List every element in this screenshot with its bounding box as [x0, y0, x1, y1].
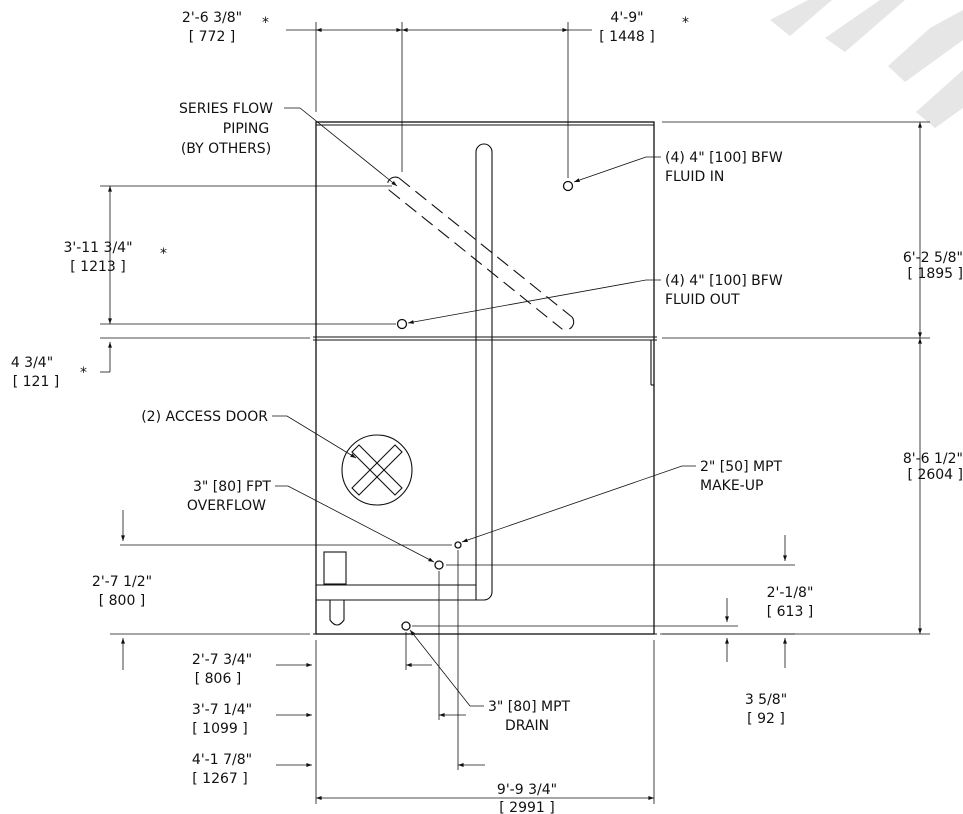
riser-pipe — [475, 143, 493, 601]
series-flow-label-line2: PIPING — [223, 121, 269, 137]
fluid-out-label-line1: (4) 4" [100] BFW — [665, 273, 783, 289]
dim-outlet-height-note: * — [160, 246, 167, 262]
fluid-out-connection — [396, 318, 408, 330]
series-flow-label-line3: (BY OTHERS) — [181, 141, 271, 157]
dim-makeup-offset-imperial: 4'-1 7/8" — [192, 752, 252, 768]
dim-upper-height-metric: [ 1895 ] — [908, 266, 963, 282]
dimension-lines — [100, 22, 930, 804]
drain-label-line1: 3" [80] MPT — [488, 699, 571, 715]
dim-overflow-offset-imperial: 3'-7 1/4" — [192, 702, 252, 718]
drain-label-line2: DRAIN — [505, 718, 549, 734]
fluid-out-label-line2: FLUID OUT — [665, 292, 740, 308]
series-flow-label-line1: SERIES FLOW — [179, 101, 273, 117]
fluid-in-label-line1: (4) 4" [100] BFW — [665, 150, 783, 166]
dim-upper-height-imperial: 6'-2 5/8" — [903, 250, 963, 266]
dim-outlet-section-imperial: 4 3/4" — [11, 355, 53, 371]
dim-overflow-height-metric: [ 613 ] — [767, 604, 814, 620]
watermark-stripes — [770, 0, 963, 128]
dim-lower-height-metric: [ 2604 ] — [908, 467, 963, 483]
makeup-label-line2: MAKE-UP — [700, 478, 763, 494]
dim-left-to-inlet-note: * — [682, 15, 689, 31]
overflow-connection — [434, 560, 444, 570]
makeup-connection — [454, 541, 462, 549]
dim-drain-height-imperial: 3 5/8" — [745, 692, 787, 708]
dim-left-to-piping-metric: [ 772 ] — [189, 29, 236, 45]
dim-overflow-offset-metric: [ 1099 ] — [192, 721, 247, 737]
dim-makeup-height-imperial: 2'-7 1/2" — [92, 574, 152, 590]
access-door-label: (2) ACCESS DOOR — [141, 409, 268, 425]
overflow-label-line1: 3" [80] FPT — [193, 479, 271, 495]
overflow-label-line2: OVERFLOW — [187, 498, 266, 514]
dim-overflow-height-imperial: 2'-1/8" — [767, 585, 814, 601]
dim-outlet-height-imperial: 3'-11 3/4" — [63, 240, 132, 256]
dim-outlet-height-metric: [ 1213 ] — [70, 259, 125, 275]
dim-drain-offset-imperial: 2'-7 3/4" — [192, 652, 252, 668]
dim-outlet-section-metric: [ 121 ] — [13, 374, 60, 390]
dim-drain-height-metric: [ 92 ] — [747, 711, 785, 727]
dim-drain-offset-metric: [ 806 ] — [195, 671, 242, 687]
dim-overall-width-metric: [ 2991 ] — [499, 800, 554, 814]
dim-left-to-inlet-imperial: 4'-9" — [610, 10, 643, 26]
dim-makeup-offset-metric: [ 1267 ] — [192, 771, 247, 787]
fluid-in-label-line2: FLUID IN — [665, 169, 724, 185]
drain-connection — [401, 621, 411, 631]
access-door — [341, 434, 413, 506]
fluid-in-connection — [562, 180, 574, 192]
dim-left-to-piping-note: * — [262, 15, 269, 31]
dim-left-to-piping-imperial: 2'-6 3/8" — [182, 10, 242, 26]
leader-lines — [272, 107, 696, 707]
makeup-pipe — [316, 551, 484, 626]
unit-body — [313, 121, 657, 635]
makeup-label-line1: 2" [50] MPT — [700, 459, 783, 475]
dim-overall-width-imperial: 9'-9 3/4" — [497, 782, 557, 798]
dim-makeup-height-metric: [ 800 ] — [99, 593, 146, 609]
dim-lower-height-imperial: 8'-6 1/2" — [903, 451, 963, 467]
dim-outlet-section-note: * — [80, 365, 87, 381]
dim-left-to-inlet-metric: [ 1448 ] — [599, 29, 654, 45]
